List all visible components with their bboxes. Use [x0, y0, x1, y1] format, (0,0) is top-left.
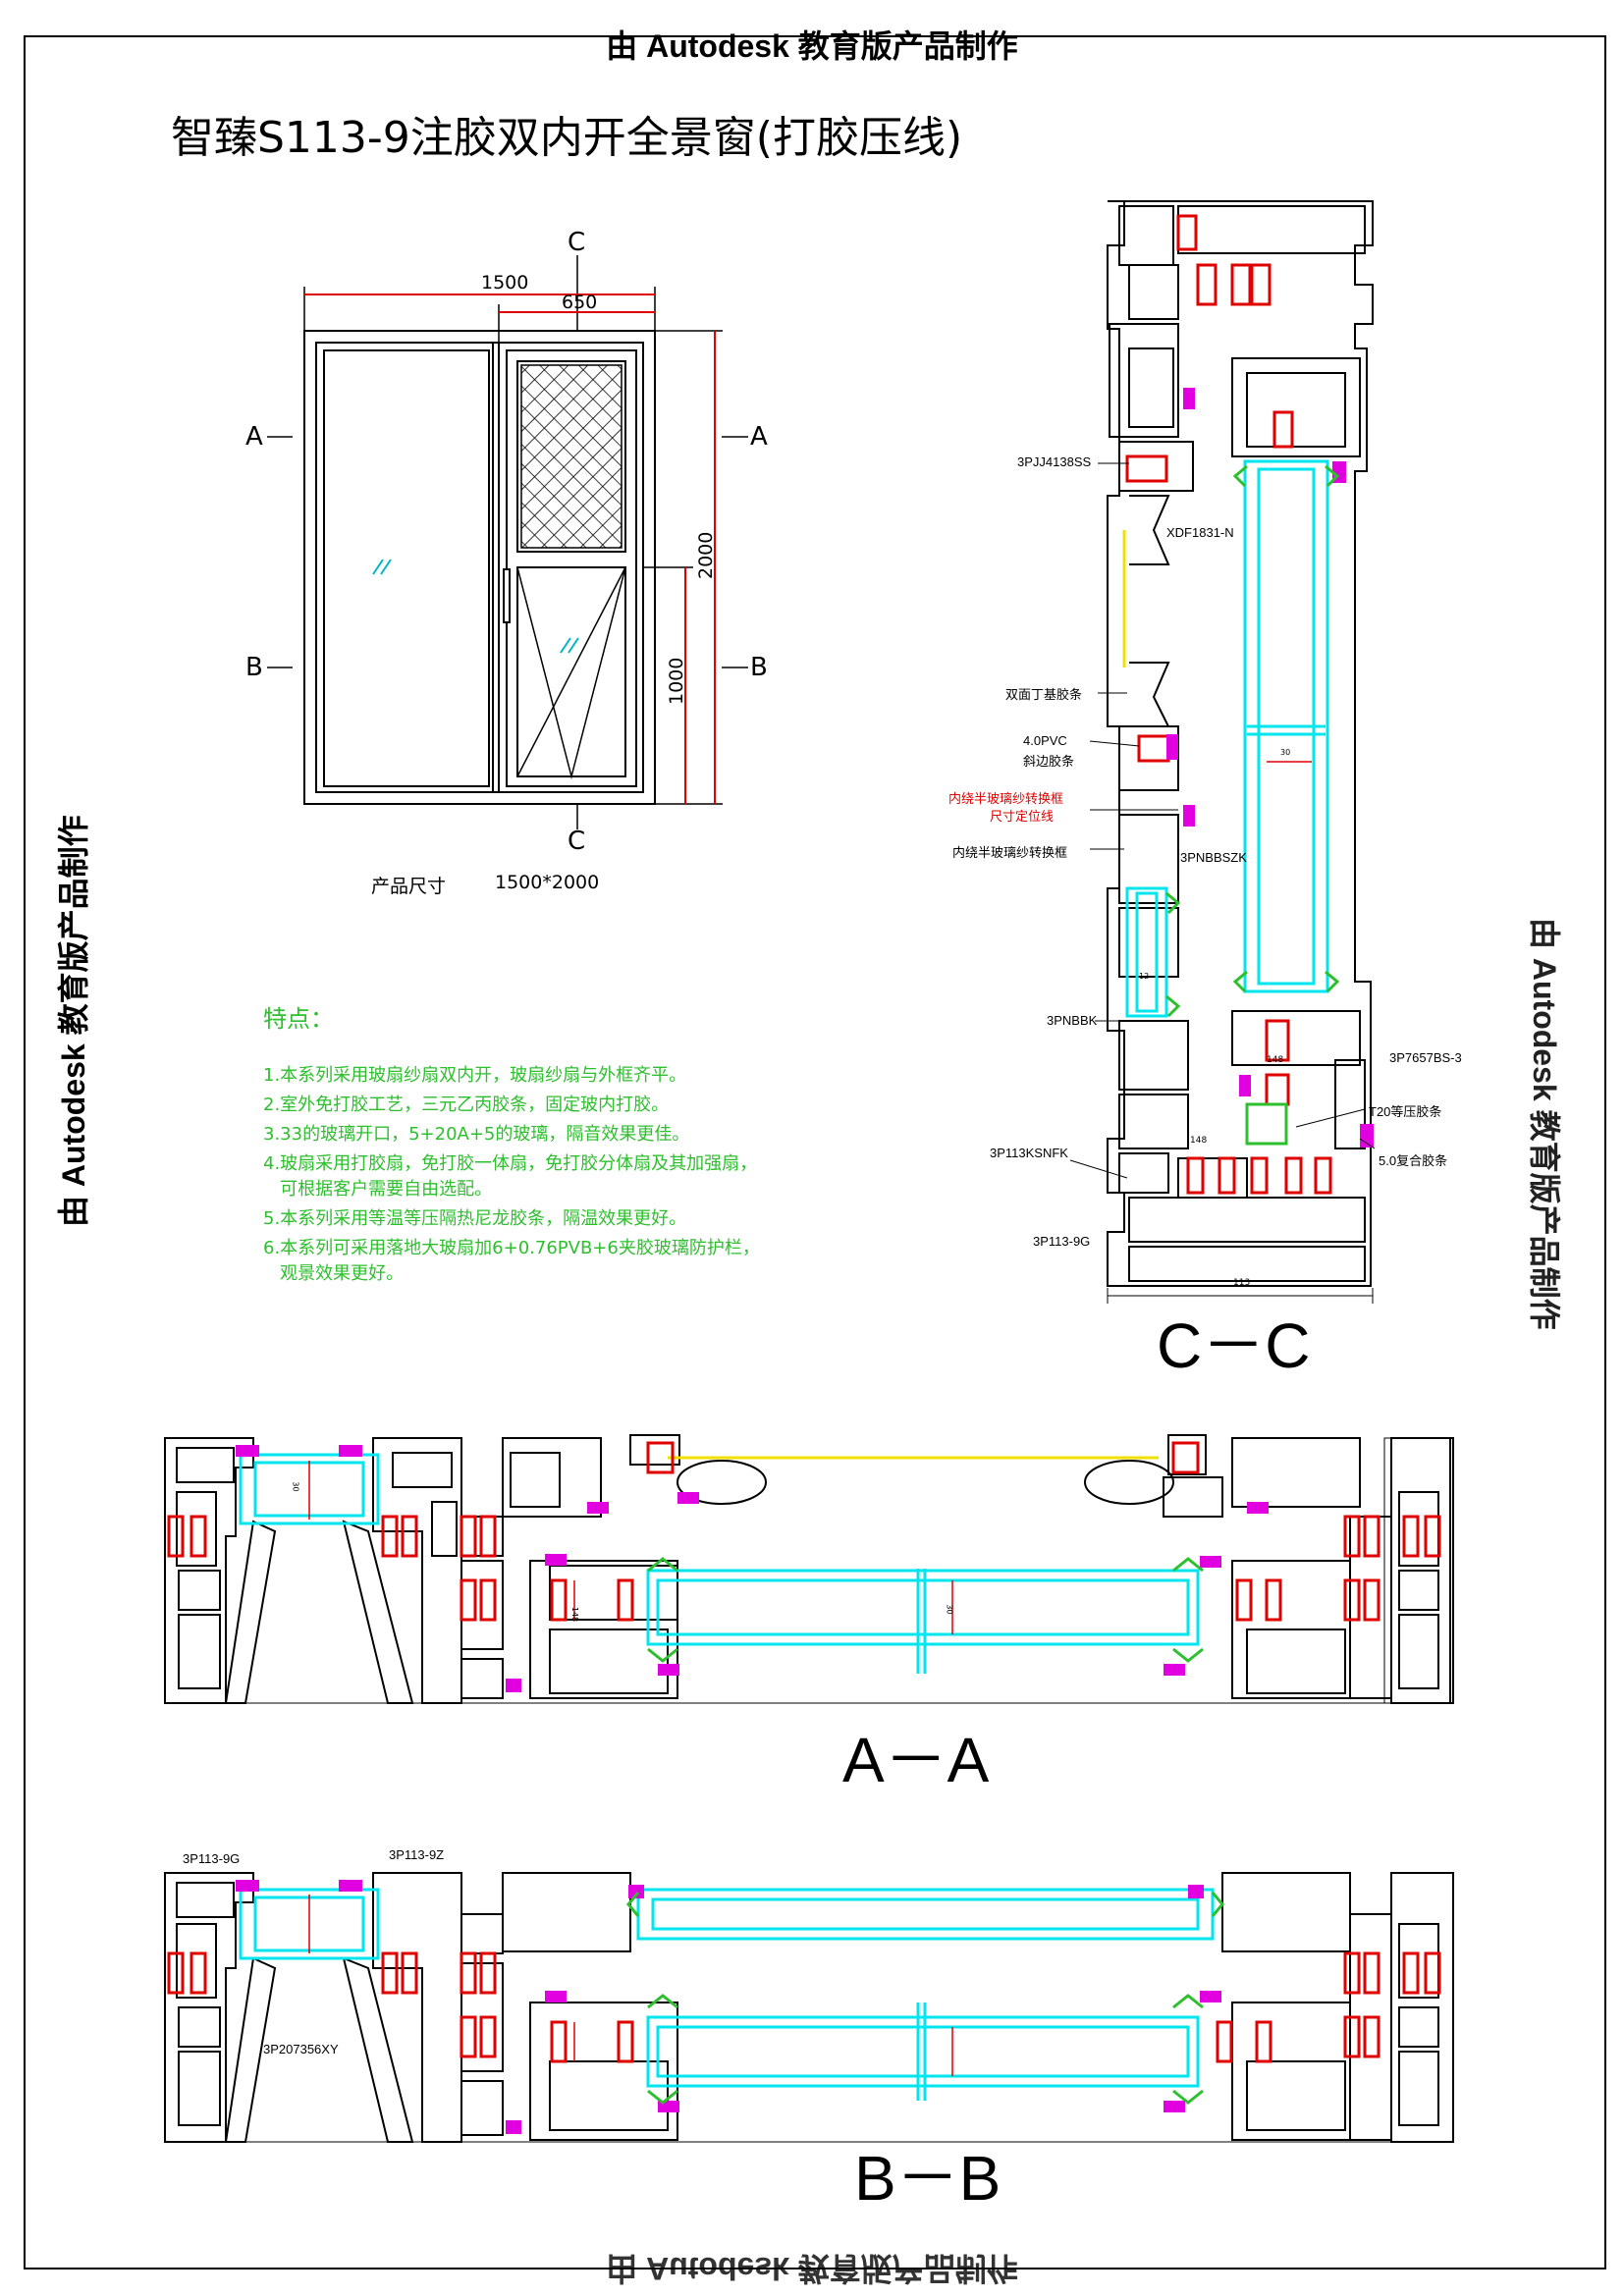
cut-a-left-label: A: [245, 422, 263, 452]
glass-mark-left: [372, 559, 392, 575]
section-cc-drawing: [1069, 200, 1376, 1304]
part-label: XDF1831-N: [1166, 525, 1234, 540]
glass-mark-right: [560, 637, 579, 654]
part-label: 斜边胶条: [1023, 754, 1075, 769]
feature-item: 4.玻扇采用打胶扇，免打胶一体扇，免打胶分体扇及其加强扇， 可根据客户需要自由选…: [263, 1153, 758, 1200]
watermark-top: 由 Autodesk 教育版产品制作: [606, 28, 1018, 64]
part-label: 3PNBBK: [1047, 1013, 1098, 1028]
dim-label: 12: [1139, 972, 1150, 981]
drawing-border: [24, 35, 1606, 2269]
dim-label: 30: [291, 1481, 300, 1492]
dim-lower-height-label: 1000: [666, 657, 687, 705]
part-label: 3P113-9G: [1033, 1234, 1091, 1249]
dim-label: 30: [1280, 748, 1291, 757]
dim-label: 148: [1190, 1136, 1208, 1146]
part-label: 3P207356XY: [263, 2042, 339, 2056]
feature-item: 1.本系列采用玻扇纱扇双内开，玻扇纱扇与外框齐平。: [263, 1065, 687, 1086]
part-label: 双面丁基胶条: [1005, 687, 1083, 702]
feature-item: 6.本系列可采用落地大玻扇加6+0.76PVB+6夹胶玻璃防护栏， 观景效果更好…: [263, 1238, 760, 1284]
section-bb-drawing: [164, 1872, 1454, 2143]
feature-item: 5.本系列采用等温等压隔热尼龙胶条，隔温效果更好。: [263, 1208, 687, 1229]
dim-sash-width-label: 650: [562, 292, 598, 313]
part-label: 4.0PVC: [1023, 733, 1067, 748]
dim-height-label: 2000: [695, 531, 717, 579]
cut-b-left-label: B: [245, 653, 263, 682]
part-label: 内绕半玻璃纱转换框: [952, 845, 1068, 860]
window-elevation: [303, 330, 656, 805]
dim-label: 30: [945, 1604, 954, 1615]
features-heading: 特点：: [263, 1005, 334, 1033]
part-label: 3P7657BS-3: [1389, 1050, 1462, 1065]
part-label: 3PNBBSZK: [1180, 850, 1247, 865]
size-label: 产品尺寸: [371, 876, 447, 897]
dim-label: 113: [1233, 1278, 1251, 1288]
part-label: T20等压胶条: [1369, 1104, 1442, 1119]
cut-b-right-label: B: [750, 653, 768, 682]
dim-label: 148: [1267, 1055, 1284, 1065]
feature-item: 3.33的玻璃开口，5+20A+5的玻璃，隔音效果更佳。: [263, 1124, 690, 1145]
cut-c-top-label: C: [568, 228, 586, 257]
section-aa-label: A－A: [842, 1725, 990, 1795]
section-aa-drawing: [164, 1434, 1454, 1704]
dim-width-label: 1500: [481, 272, 529, 294]
dim-label: 148: [570, 1606, 580, 1623]
part-label: 3P113-9Z: [389, 1847, 445, 1862]
part-label: 3PJJ4138SS: [1017, 454, 1092, 469]
cut-c-bottom-label: C: [568, 827, 586, 856]
part-label: 5.0复合胶条: [1379, 1153, 1448, 1168]
part-label: 3P113KSNFK: [990, 1146, 1068, 1160]
section-cc-label: C－C: [1157, 1310, 1311, 1381]
cut-a-right-label: A: [750, 422, 768, 452]
section-bb-label: B－B: [854, 2143, 1001, 2214]
drawing-title: 智臻S113-9注胶双内开全景窗(打胶压线): [171, 113, 963, 163]
size-value: 1500*2000: [495, 872, 600, 893]
part-label: 尺寸定位线: [990, 809, 1055, 824]
feature-item: 2.室外免打胶工艺，三元乙丙胶条，固定玻内打胶。: [263, 1095, 670, 1115]
part-label: 内绕半玻璃纱转换框: [948, 791, 1064, 806]
part-label: 3P113-9G: [183, 1851, 241, 1866]
